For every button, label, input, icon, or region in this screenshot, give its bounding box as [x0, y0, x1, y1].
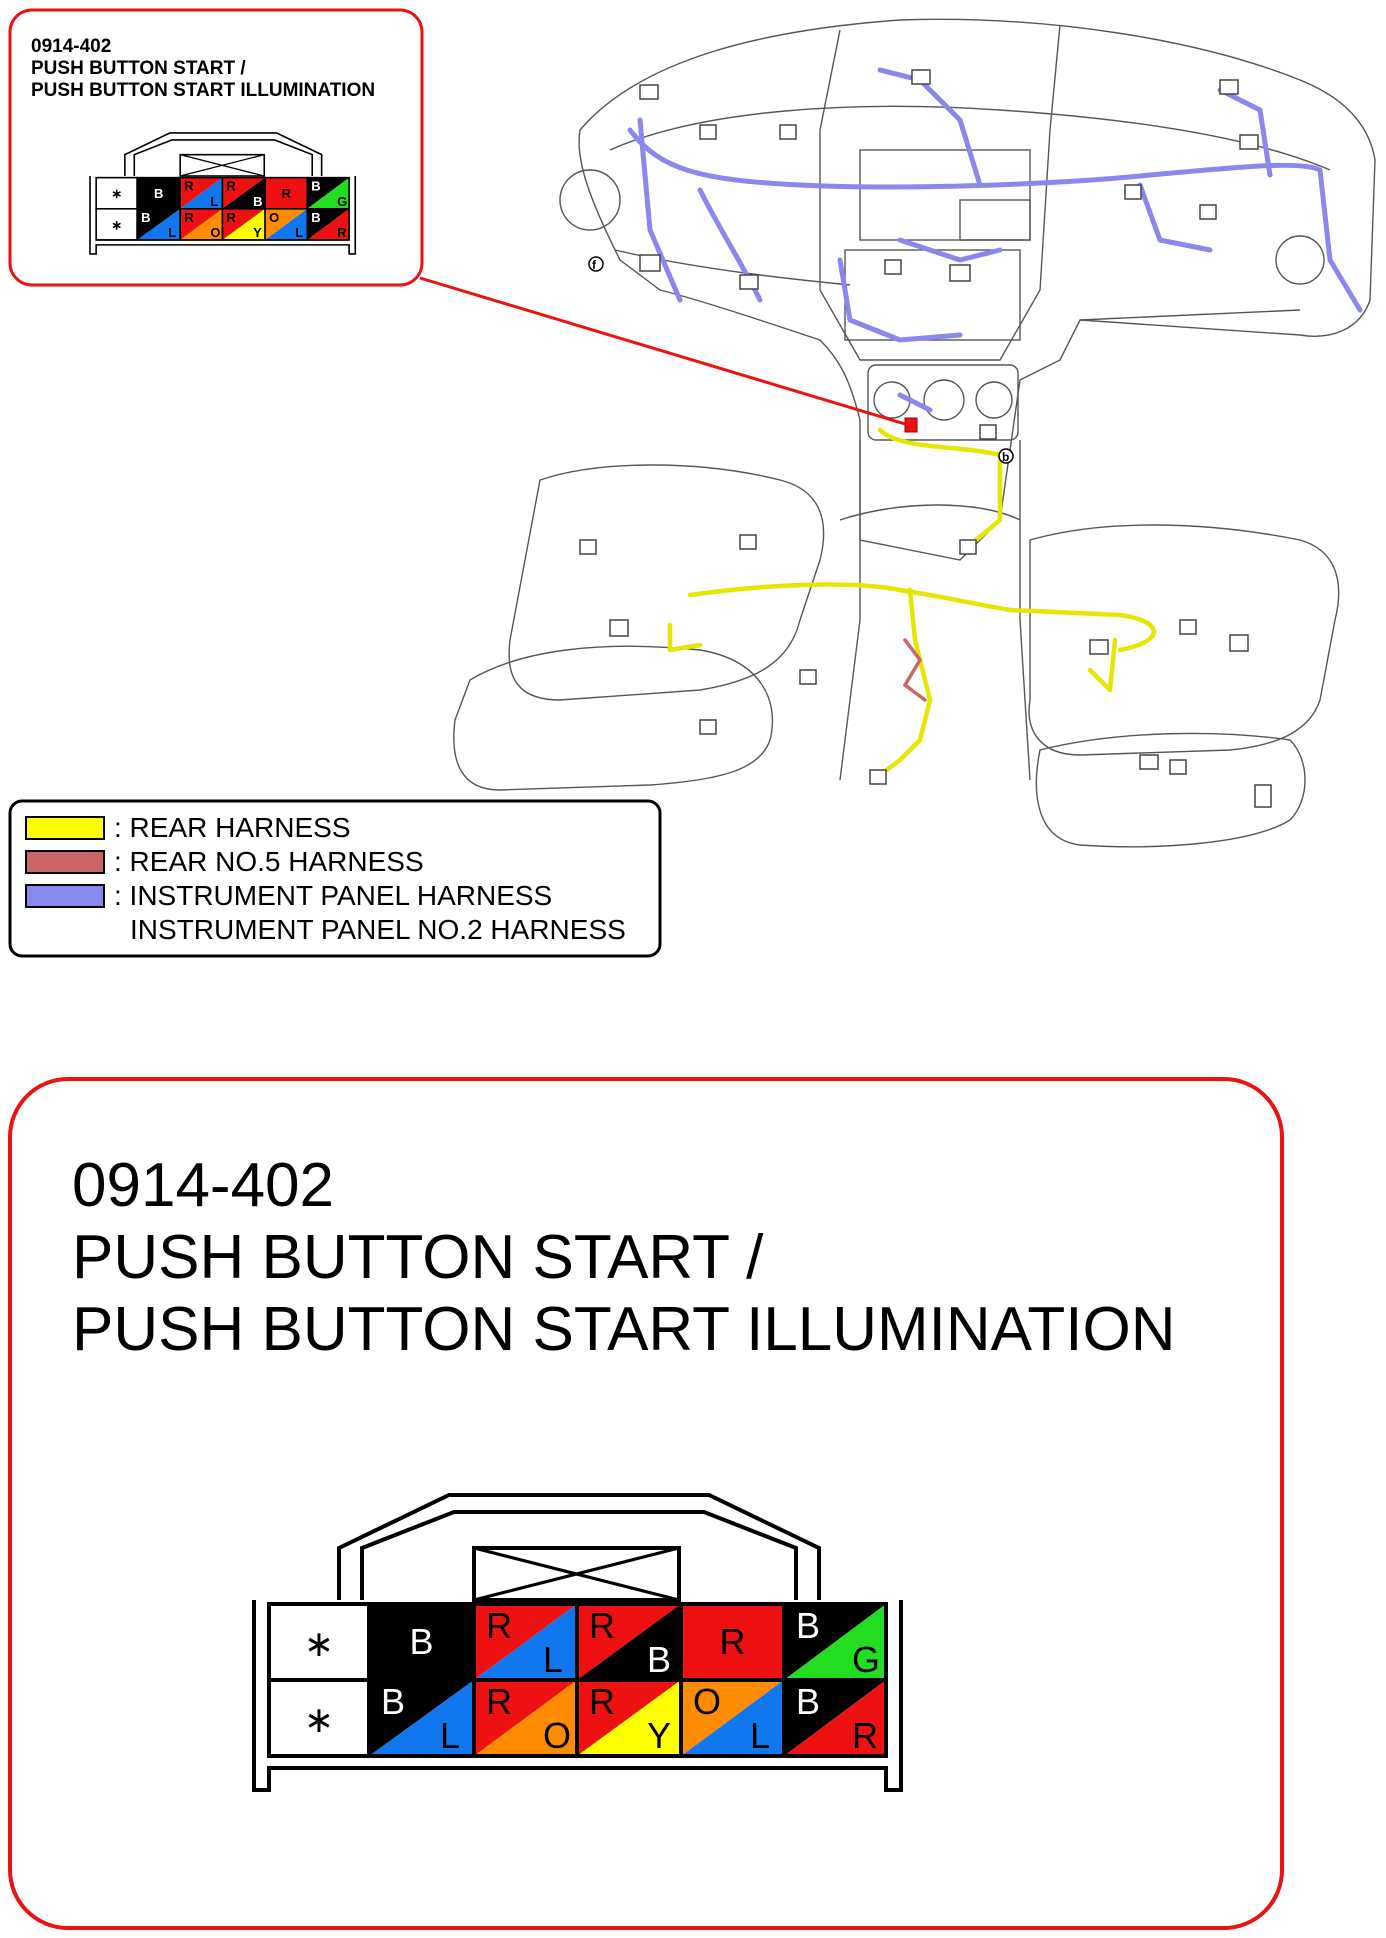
pin-stripe-color-label: O	[210, 225, 220, 240]
large-connector-title-line2: PUSH BUTTON START ILLUMINATION	[72, 1295, 1176, 1364]
pin-stripe-color-label: R	[337, 225, 347, 240]
connector-latch	[337, 1493, 821, 1600]
connector-latch	[124, 132, 323, 176]
pin-star-label: ∗	[111, 186, 122, 201]
pin-wire-color-label: B	[154, 186, 163, 201]
instrument-panel-harness-route	[627, 67, 1363, 413]
pin-stripe-color-label: R	[852, 1715, 878, 1756]
pin-star-label: ∗	[304, 1699, 334, 1740]
pin-2-1: ∗	[95, 208, 138, 241]
legend-item: : REAR HARNESS	[25, 812, 351, 843]
pin-primary-color-label: R	[184, 210, 194, 225]
pin-2-6: BR	[306, 208, 350, 241]
pin-stripe-color-label: L	[168, 225, 176, 240]
locator-f-marker	[588, 256, 604, 272]
pin-1-1: ∗	[267, 1602, 371, 1682]
pin-stripe-color-label: L	[543, 1639, 563, 1680]
pin-primary-color-label: B	[796, 1605, 820, 1646]
pin-2-2: BL	[136, 208, 181, 241]
legend-swatch	[25, 884, 105, 908]
pin-primary-color-label: R	[226, 179, 236, 194]
pin-stripe-color-label: G	[337, 194, 347, 209]
small-connector-title-line1: PUSH BUTTON START /	[31, 58, 246, 79]
pin-stripe-color-label: L	[440, 1715, 460, 1756]
pin-primary-color-label: B	[141, 210, 150, 225]
large-connector-title-line1: PUSH BUTTON START /	[72, 1223, 764, 1292]
large-connector-code: 0914-402	[72, 1151, 334, 1220]
pin-primary-color-label: O	[269, 210, 279, 225]
pin-1-2: B	[136, 176, 181, 210]
pin-1-2: B	[367, 1602, 476, 1682]
pin-2-4: RY	[221, 208, 266, 241]
pin-primary-color-label: B	[381, 1681, 405, 1722]
pin-primary-color-label: R	[486, 1681, 512, 1722]
legend-label: INSTRUMENT PANEL NO.2 HARNESS	[130, 914, 626, 945]
harness-legend-box	[8, 799, 662, 958]
pin-1-1: ∗	[95, 176, 138, 210]
pin-1-5: R	[264, 176, 309, 210]
pin-2-3: RO	[179, 208, 224, 241]
pin-wire-color-label: B	[409, 1621, 433, 1662]
pin-stripe-color-label: B	[253, 194, 262, 209]
pin-primary-color-label: R	[226, 210, 236, 225]
pin-stripe-color-label: O	[543, 1715, 571, 1756]
pin-2-5: OL	[264, 208, 309, 241]
small-connector-title-line2: PUSH BUTTON START ILLUMINATION	[31, 80, 375, 101]
locator-b-marker	[998, 448, 1014, 464]
legend-label: : INSTRUMENT PANEL HARNESS	[114, 880, 552, 911]
pin-wire-color-label: R	[720, 1621, 746, 1662]
pin-primary-color-label: R	[589, 1681, 615, 1722]
pin-1-6: BG	[782, 1602, 888, 1682]
pin-1-3: RL	[472, 1602, 579, 1682]
pin-2-4: RY	[575, 1678, 683, 1758]
pin-primary-color-label: O	[693, 1681, 721, 1722]
pin-stripe-color-label: L	[210, 194, 218, 209]
locator-f-label: f	[592, 258, 597, 272]
pin-star-label: ∗	[111, 217, 122, 232]
harness-legend: : REAR HARNESS: REAR NO.5 HARNESS: INSTR…	[25, 812, 626, 945]
pin-stripe-color-label: Y	[253, 225, 262, 240]
legend-item: INSTRUMENT PANEL NO.2 HARNESS	[130, 914, 626, 945]
pin-primary-color-label: B	[796, 1681, 820, 1722]
pin-1-3: RL	[179, 176, 224, 210]
pin-star-label: ∗	[304, 1623, 334, 1664]
pin-primary-color-label: R	[486, 1605, 512, 1646]
pin-2-2: BL	[367, 1678, 476, 1758]
legend-item: : INSTRUMENT PANEL HARNESS	[25, 880, 552, 911]
pin-stripe-color-label: Y	[647, 1715, 671, 1756]
callout-leader-line	[419, 276, 906, 426]
legend-swatch	[25, 816, 105, 840]
connector-location-marker	[904, 417, 918, 433]
vehicle-interior-drawing	[453, 18, 1376, 848]
pin-primary-color-label: R	[184, 179, 194, 194]
locator-b-label: b	[1002, 450, 1009, 464]
pin-2-6: BR	[782, 1678, 888, 1758]
pin-primary-color-label: B	[311, 210, 320, 225]
pin-1-4: RB	[575, 1602, 683, 1682]
pin-stripe-color-label: G	[852, 1639, 880, 1680]
pin-2-5: OL	[679, 1678, 786, 1758]
legend-item: : REAR NO.5 HARNESS	[25, 846, 424, 877]
rear-no5-harness-route	[902, 638, 927, 702]
pin-1-6: BG	[306, 176, 350, 210]
pin-2-3: RO	[472, 1678, 579, 1758]
pin-stripe-color-label: B	[647, 1639, 671, 1680]
legend-swatch	[25, 850, 105, 874]
pin-primary-color-label: R	[589, 1605, 615, 1646]
legend-label: : REAR HARNESS	[114, 812, 351, 843]
small-connector-code: 0914-402	[31, 36, 111, 57]
pin-primary-color-label: B	[311, 179, 320, 194]
pin-1-4: RB	[221, 176, 266, 210]
harness-connectors	[579, 69, 1272, 808]
pin-2-1: ∗	[267, 1678, 371, 1758]
pin-stripe-color-label: L	[295, 225, 303, 240]
rear-harness-route	[667, 427, 1157, 778]
pin-1-5: R	[679, 1602, 786, 1682]
legend-label: : REAR NO.5 HARNESS	[114, 846, 424, 877]
pin-wire-color-label: R	[281, 186, 291, 201]
pin-stripe-color-label: L	[750, 1715, 770, 1756]
